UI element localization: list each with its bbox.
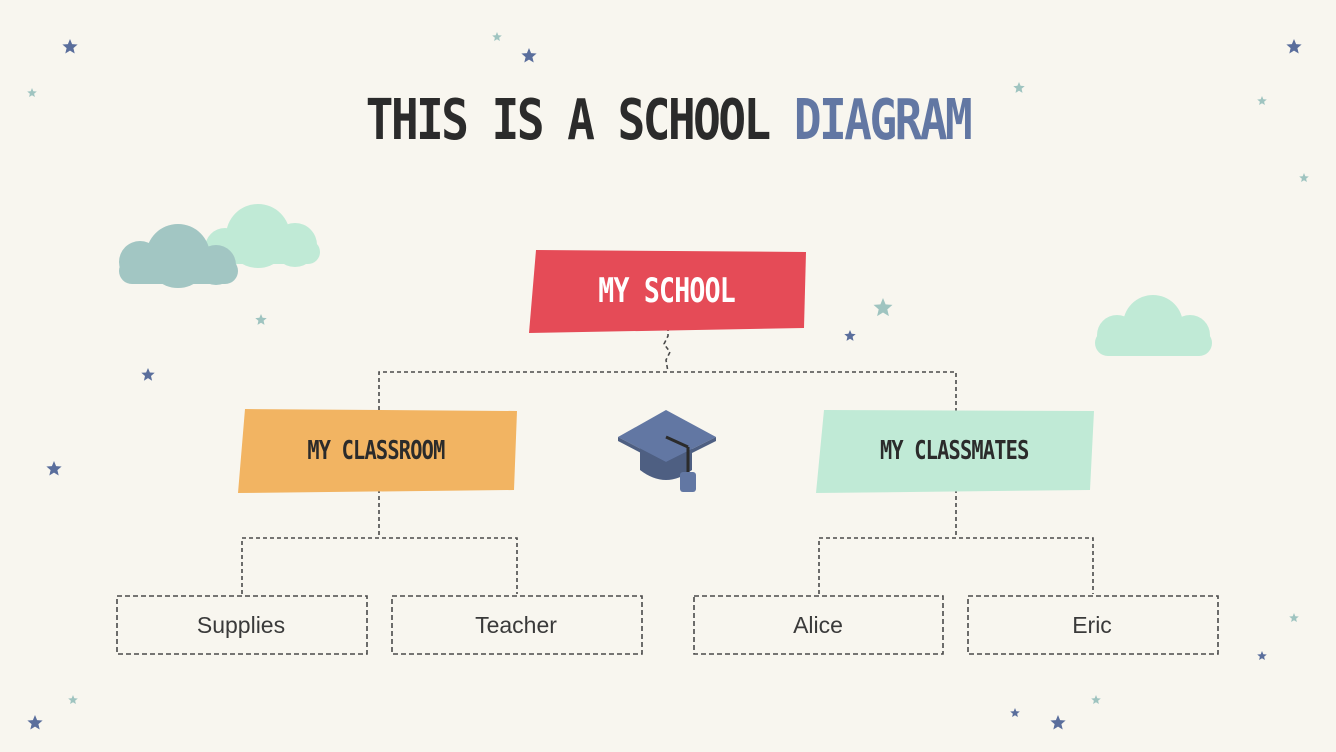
- cloud-left-teal: [119, 224, 238, 288]
- title-accent: DIAGRAM: [793, 88, 973, 153]
- star-icon: [1013, 82, 1025, 93]
- page-title: THIS IS A SCHOOL DIAGRAM: [120, 88, 1216, 153]
- star-icon: [1257, 96, 1267, 105]
- star-icon: [46, 461, 62, 476]
- star-icon: [492, 32, 502, 41]
- star-icon: [1289, 613, 1299, 622]
- star-icon: [1286, 39, 1302, 54]
- leaf-alice: Alice: [793, 611, 843, 638]
- star-icon: [1050, 715, 1066, 730]
- star-icon: [873, 298, 893, 317]
- root-node-label: MY SCHOOL: [598, 271, 736, 311]
- leaf-supplies: Supplies: [196, 611, 286, 638]
- graduation-cap-icon: [618, 410, 716, 492]
- leaf-eric: Eric: [1072, 611, 1112, 638]
- leaf-box-outlines: [116, 595, 1219, 655]
- star-icon: [255, 314, 267, 325]
- star-icon: [27, 88, 37, 97]
- star-icon: [1010, 708, 1020, 717]
- star-icon: [141, 368, 155, 381]
- classroom-node-label: MY CLASSROOM: [307, 436, 445, 466]
- classroom-node: MY CLASSROOM: [238, 410, 514, 492]
- classmates-node-shape: [816, 410, 1094, 493]
- stars: [27, 32, 1309, 730]
- star-icon: [844, 330, 856, 341]
- star-icon: [1257, 651, 1267, 660]
- star-icon: [521, 48, 537, 63]
- star-icon: [68, 695, 78, 704]
- classroom-node-shape: [238, 409, 517, 493]
- leaf-teacher: Teacher: [475, 611, 557, 638]
- star-icon: [1091, 695, 1101, 704]
- root-node-shape: [529, 250, 806, 333]
- cloud-right-mint: [1095, 295, 1212, 356]
- root-node: MY SCHOOL: [528, 250, 806, 332]
- star-icon: [62, 39, 78, 54]
- classmates-node-label: MY CLASSMATES: [879, 436, 1029, 466]
- star-icon: [1299, 173, 1309, 182]
- star-icon: [27, 715, 43, 730]
- classmates-node: MY CLASSMATES: [816, 410, 1092, 492]
- title-main: THIS IS A SCHOOL: [365, 88, 771, 153]
